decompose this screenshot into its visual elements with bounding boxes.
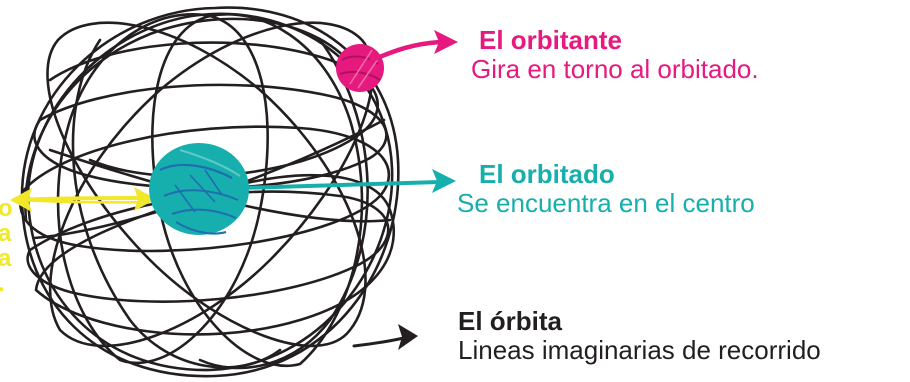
orbitado-description: Se encuentra en el centro bbox=[457, 188, 755, 219]
orbitante-label: El orbitante Gira en torno al orbitado. bbox=[471, 25, 759, 85]
orbit-line bbox=[33, 83, 388, 190]
orbit-line bbox=[24, 17, 358, 222]
orbita-label: El órbita Lineas imaginarias de recorrid… bbox=[458, 306, 821, 366]
orbitante-arrow bbox=[369, 30, 458, 63]
cut-letter: . bbox=[0, 271, 13, 296]
orbitado-label: El orbitado Se encuentra en el centro bbox=[457, 159, 755, 219]
cut-letter: a bbox=[0, 245, 12, 272]
orbita-title: El órbita bbox=[458, 306, 563, 336]
orbitante-sphere bbox=[336, 44, 384, 92]
arrow-head-left bbox=[10, 188, 32, 212]
orbitado-sphere bbox=[149, 143, 249, 235]
cut-letter: a bbox=[0, 220, 12, 247]
orbit-lines bbox=[19, 6, 400, 378]
orbit-line bbox=[198, 38, 369, 370]
orbit-line bbox=[151, 13, 364, 367]
orbita-description: Lineas imaginarias de recorrido bbox=[458, 335, 821, 366]
arrow-head-right bbox=[134, 187, 156, 211]
radius-label-cut: o a a . bbox=[0, 196, 13, 296]
orbita-arrow bbox=[352, 324, 418, 350]
orbit-line bbox=[48, 21, 374, 348]
orbitante-title: El orbitante bbox=[479, 25, 623, 55]
orbitado-title: El orbitado bbox=[479, 159, 615, 189]
cut-letter: o bbox=[0, 195, 13, 222]
orbitado-arrow bbox=[238, 169, 456, 193]
orbitante-description: Gira en torno al orbitado. bbox=[471, 54, 759, 85]
orbit-line bbox=[46, 21, 367, 348]
radius-arrow bbox=[10, 187, 156, 212]
